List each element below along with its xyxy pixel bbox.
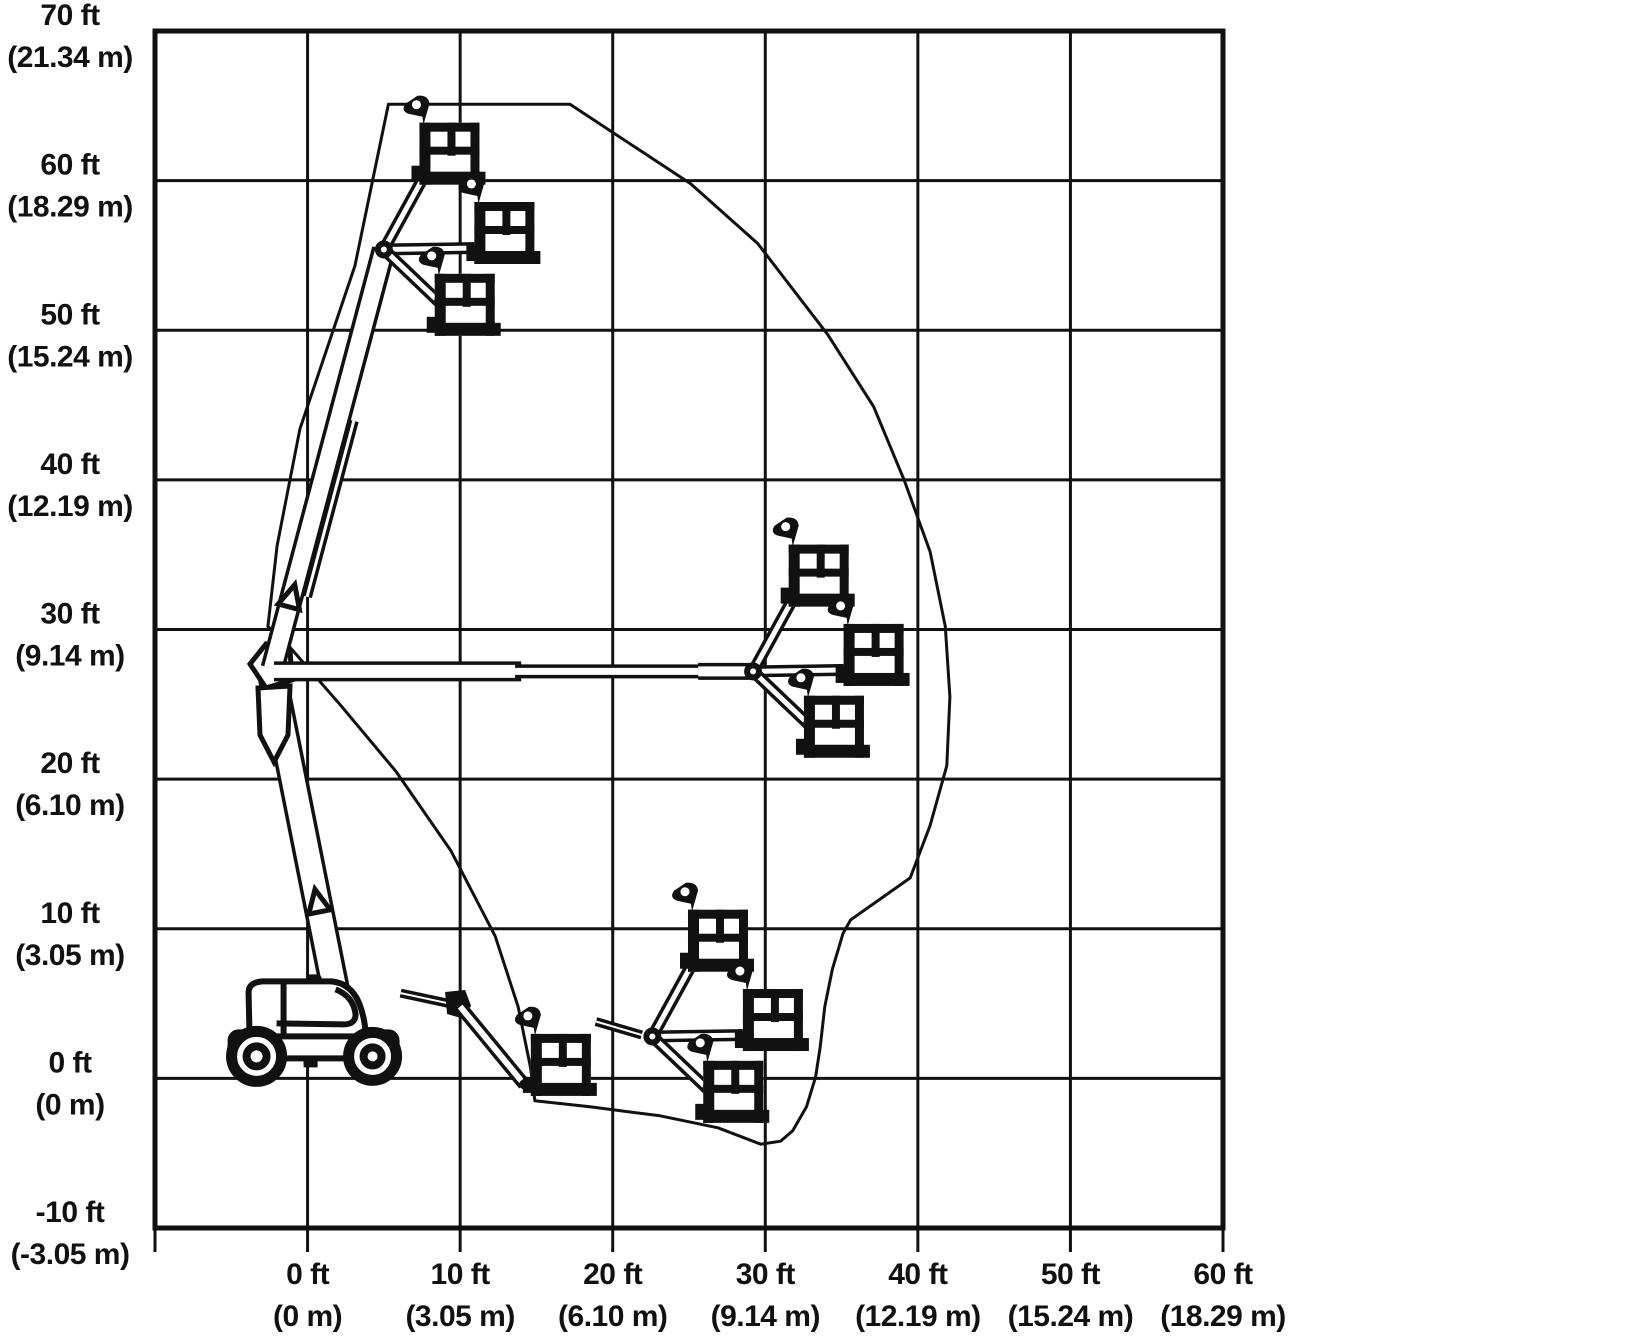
x-axis-tick-label-ft: 10 ft	[431, 1258, 491, 1291]
plot-border	[152, 28, 1226, 1231]
y-axis-tick-label-m: (15.24 m)	[7, 340, 133, 373]
x-axis-tick-label-m: (6.10 m)	[558, 1300, 667, 1333]
platform-basket	[458, 174, 541, 264]
x-axis-tick-label-ft: 30 ft	[736, 1258, 796, 1291]
y-axis-tick-label-ft: 0 ft	[49, 1046, 93, 1079]
x-axis-tick-label-ft: 0 ft	[286, 1258, 330, 1291]
chassis-tab	[303, 1058, 318, 1068]
y-axis-tick-label-m: (9.14 m)	[15, 640, 124, 673]
y-axis-tick-label-ft: 40 ft	[40, 448, 100, 481]
boom-arrow-marker	[305, 883, 335, 918]
elbow-guard	[255, 683, 293, 768]
body-knob	[306, 974, 322, 984]
y-axis-tick-label-m: (0 m)	[35, 1088, 104, 1121]
platform-basket	[514, 1006, 597, 1096]
y-axis-tick-label-m: (12.19 m)	[7, 490, 133, 523]
y-axis-tick-label-m: (21.34 m)	[7, 41, 133, 74]
y-axis-tick-label-m: (-3.05 m)	[11, 1238, 130, 1271]
platform-basket	[687, 1033, 770, 1123]
x-axis-tick-label-m: (3.05 m)	[405, 1300, 514, 1333]
y-axis-tick-label-ft: 70 ft	[40, 0, 100, 32]
x-axis-tick-label-m: (9.14 m)	[711, 1300, 820, 1333]
wheel-hub	[242, 1042, 271, 1071]
x-axis-tick-label-m: (15.24 m)	[1008, 1300, 1134, 1333]
y-axis-tick-label-m: (3.05 m)	[15, 939, 124, 972]
x-axis-tick-label-m: (18.29 m)	[1160, 1300, 1286, 1333]
y-axis-tick-label-m: (6.10 m)	[15, 789, 124, 822]
y-axis-tick-label-m: (18.29 m)	[7, 191, 133, 224]
y-axis-tick-label-ft: 50 ft	[40, 298, 100, 331]
x-axis-tick-label-m: (0 m)	[273, 1300, 342, 1333]
y-axis-tick-label-ft: 60 ft	[40, 149, 100, 182]
y-axis-tick-label-ft: 20 ft	[40, 747, 100, 780]
y-axis-tick-label-ft: 10 ft	[40, 897, 100, 930]
platform-basket	[418, 246, 501, 336]
working-envelope-outline	[266, 102, 952, 1146]
engine-cowl-line	[276, 986, 359, 1028]
platform-basket	[788, 668, 870, 758]
x-axis-tick-label-ft: 50 ft	[1041, 1258, 1101, 1291]
x-axis-tick-label-ft: 60 ft	[1193, 1258, 1253, 1291]
platform-basket	[827, 596, 910, 686]
platform-basket	[726, 961, 809, 1052]
x-axis-tick-label-ft: 40 ft	[888, 1258, 948, 1291]
y-axis-tick-label-ft: 30 ft	[40, 598, 100, 631]
x-axis-tick-label-m: (12.19 m)	[855, 1300, 981, 1333]
boom-arrow-marker	[273, 579, 303, 614]
x-axis-tick-label-ft: 20 ft	[583, 1258, 643, 1291]
y-axis-tick-label-ft: -10 ft	[36, 1196, 105, 1229]
platform-basket	[403, 95, 486, 185]
platform-basket	[772, 517, 855, 607]
platform-basket	[672, 882, 754, 972]
wheel-hub	[359, 1043, 386, 1070]
